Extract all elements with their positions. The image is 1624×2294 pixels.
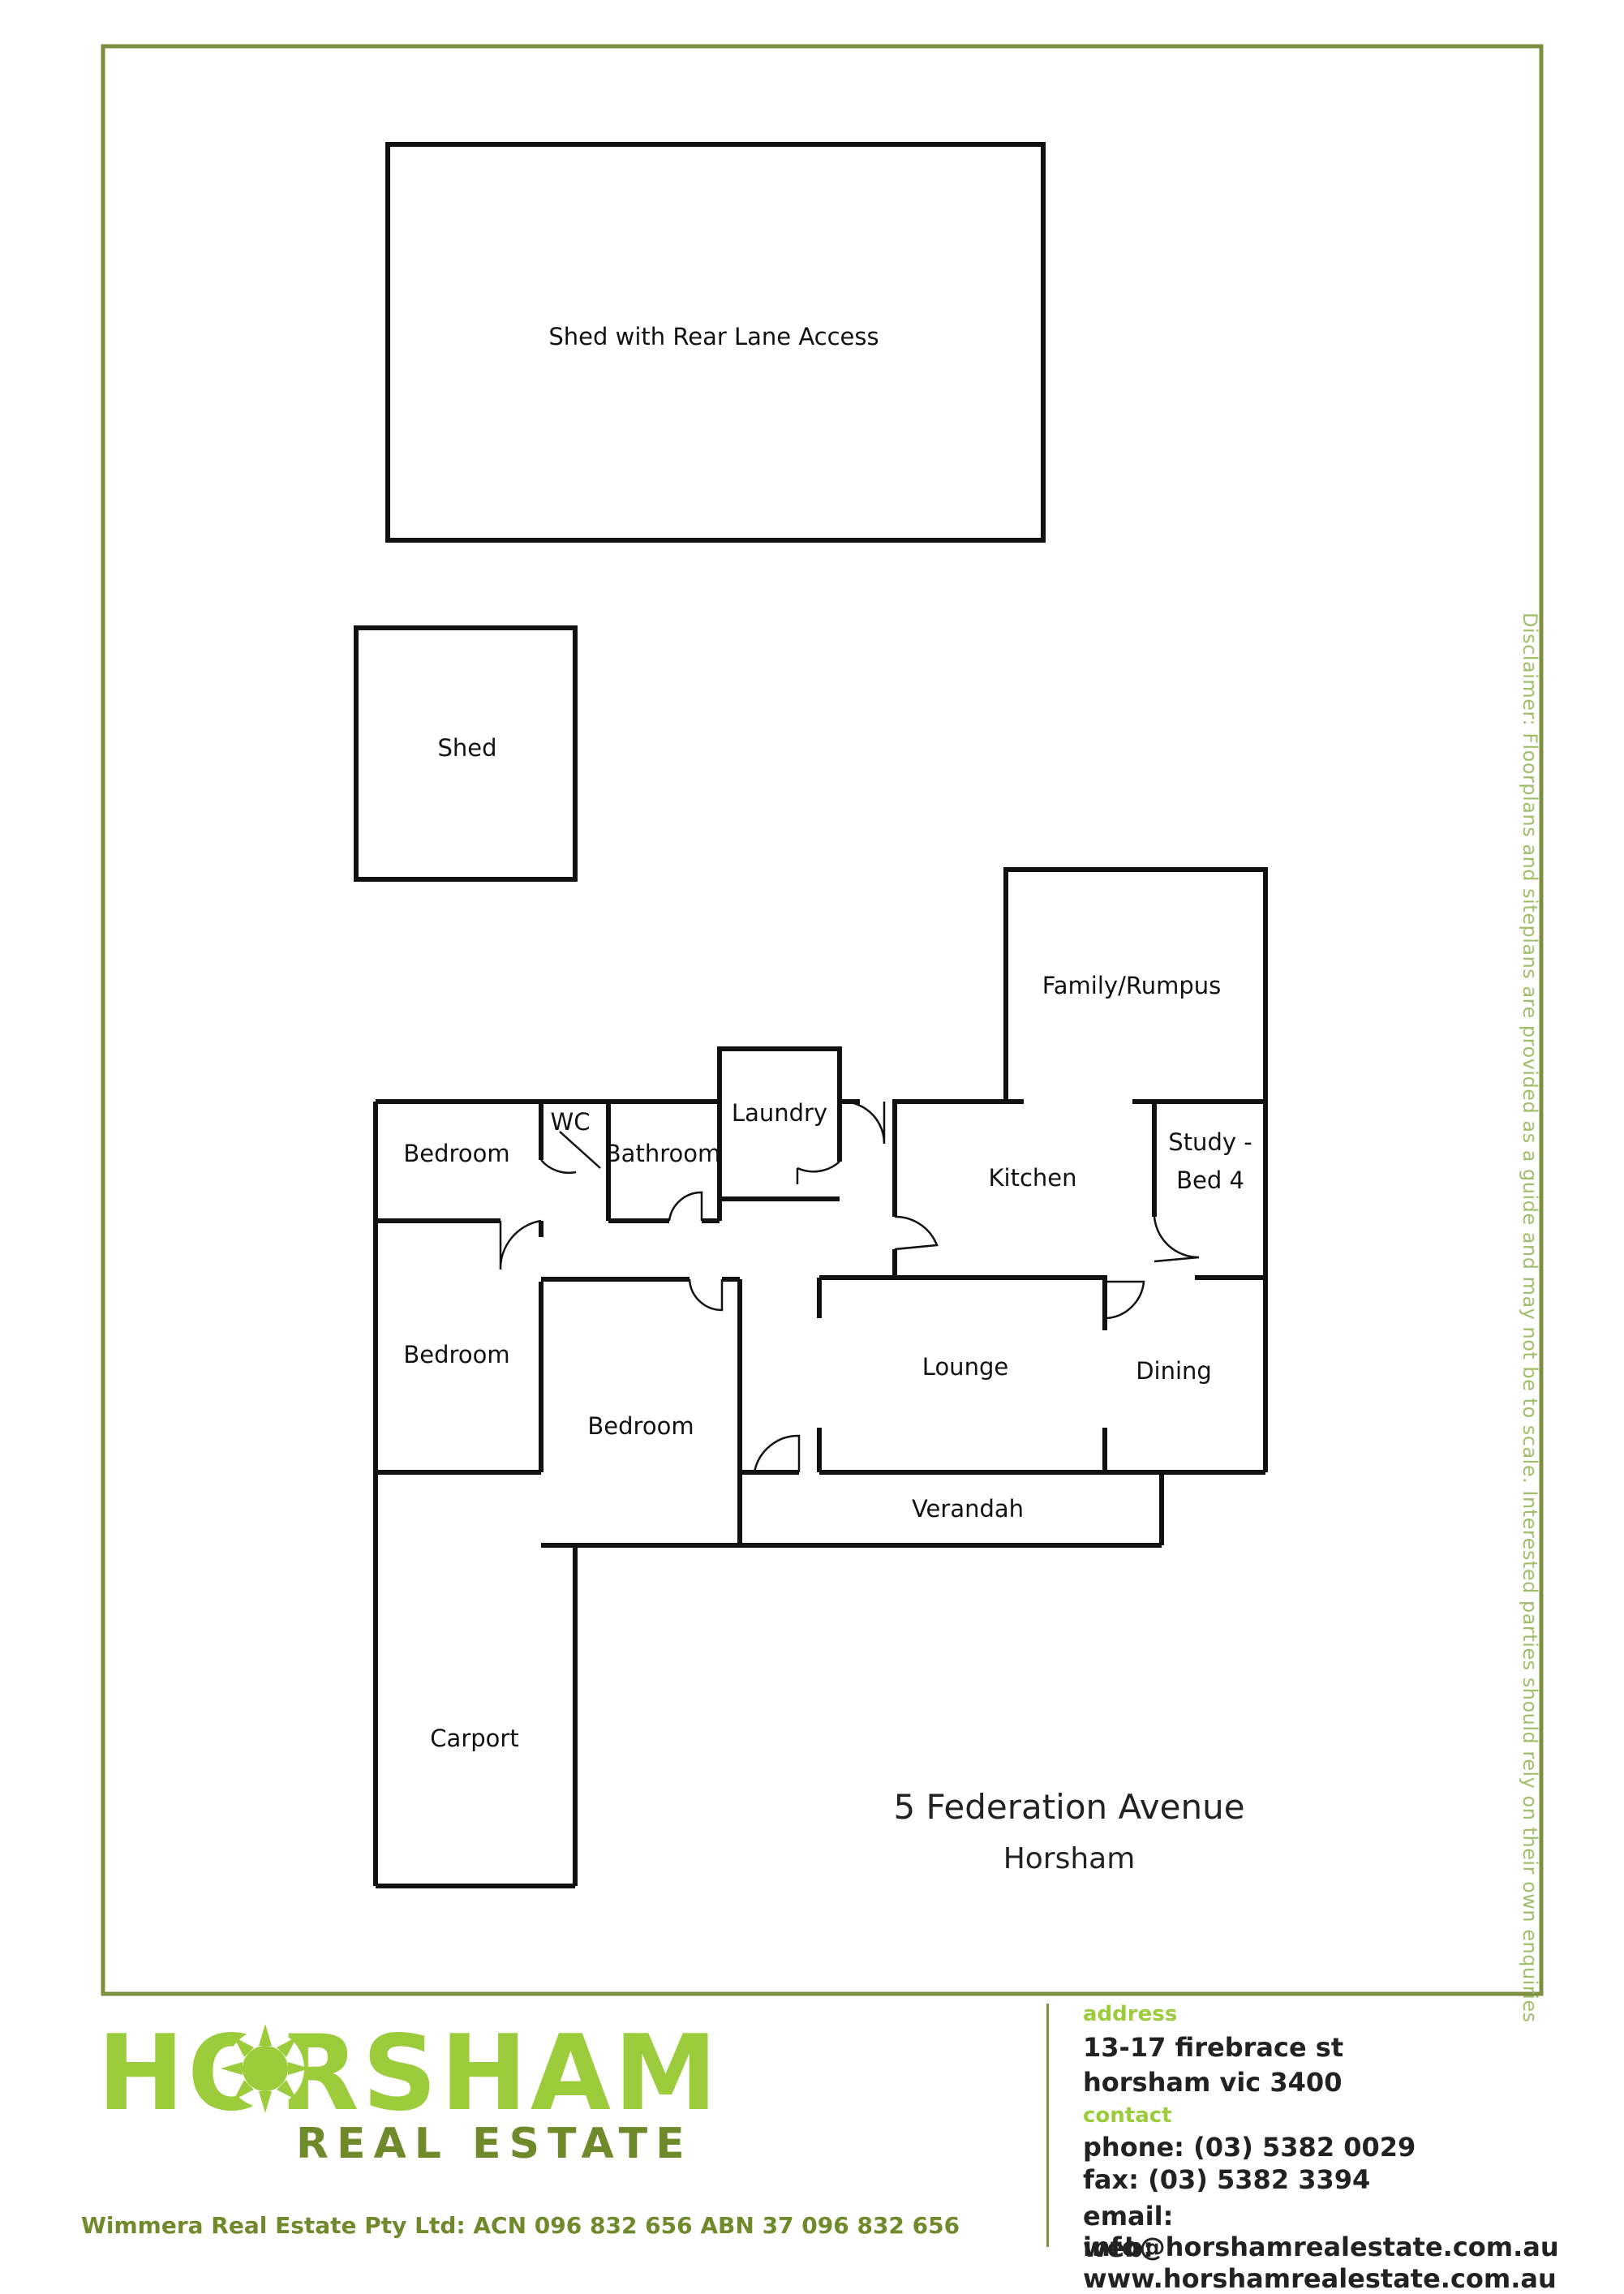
room-label-bathroom: Bathroom [605,1140,720,1167]
footer-web[interactable]: web: www.horshamrealestate.com.au [1083,2232,1557,2294]
room-label-shed: Shed [437,734,496,762]
site-boundary [101,44,1544,1996]
footer-contact-label: contact [1083,2103,1172,2128]
room-label-laundry: Laundry [732,1099,827,1127]
footer-address-label: address [1083,2002,1178,2026]
room-label-dining: Dining [1136,1357,1212,1385]
room-label-bedroom-3: Bedroom [587,1412,694,1440]
footer-phone: phone: (03) 5382 0029 [1083,2132,1416,2163]
property-address-town: Horsham [1003,1842,1136,1875]
room-label-bedroom-1: Bedroom [403,1140,509,1167]
footer-address-line2: horsham vic 3400 [1083,2067,1343,2098]
footer-address-line1: 13-17 firebrace st [1083,2032,1344,2063]
footer-divider [1046,2004,1049,2247]
shed-outline [354,625,578,882]
company-details: Wimmera Real Estate Pty Ltd: ACN 096 832… [81,2212,960,2239]
room-label-verandah: Verandah [912,1495,1024,1523]
logo-brand-text: HORSHAM [97,2013,720,2134]
footer-fax: fax: (03) 5382 3394 [1083,2164,1371,2195]
room-label-study-line1: Study - [1168,1128,1252,1156]
shed-rear-outline [385,142,1046,543]
disclaimer-text: Disclaimer: Floorplans and siteplans are… [1519,612,1541,2023]
walls [354,142,1268,1888]
room-label-bedroom-2: Bedroom [403,1341,509,1368]
footer-email[interactable]: email: info@horshamrealestate.com.au [1083,2201,1559,2262]
room-label-carport: Carport [430,1725,518,1752]
room-label-lounge: Lounge [922,1353,1008,1381]
property-address-street: 5 Federation Avenue [893,1787,1244,1827]
room-label-wc: WC [551,1108,591,1136]
room-label-family-rumpus: Family/Rumpus [1042,972,1221,999]
logo-sub-text: REAL ESTATE [296,2120,693,2168]
door-swings [499,1100,1200,1473]
sliding-doors [852,869,1123,1473]
room-label-kitchen: Kitchen [989,1164,1077,1192]
room-label-study-line2: Bed 4 [1176,1166,1244,1194]
room-label-shed-rear: Shed with Rear Lane Access [548,323,879,350]
sun-icon [221,2024,310,2113]
horsham-logo: HORSHAM REAL ESTATE [97,2013,720,2168]
